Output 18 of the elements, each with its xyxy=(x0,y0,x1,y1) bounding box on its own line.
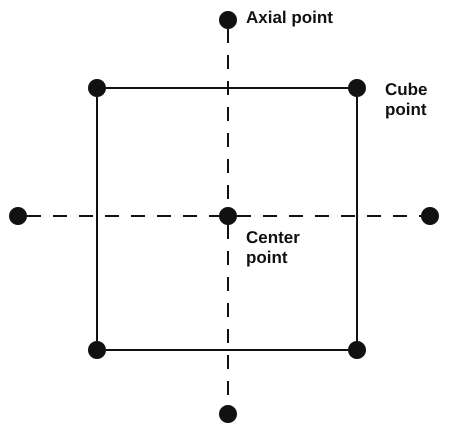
line xyxy=(356,97,358,341)
point-marker xyxy=(219,11,237,29)
point-marker xyxy=(348,79,366,97)
point-label: Center point xyxy=(246,228,301,268)
point-marker xyxy=(219,405,237,423)
point-marker xyxy=(348,341,366,359)
line xyxy=(106,349,348,351)
point-marker xyxy=(421,207,439,225)
dashed-line xyxy=(237,215,421,217)
dashed-line xyxy=(27,215,219,217)
point-marker xyxy=(88,341,106,359)
line xyxy=(96,97,98,341)
point-label: Axial point xyxy=(246,8,334,28)
point-marker xyxy=(9,207,27,225)
point-label: Cube point xyxy=(385,80,428,120)
point-marker xyxy=(219,207,237,225)
line xyxy=(106,87,348,89)
point-marker xyxy=(88,79,106,97)
